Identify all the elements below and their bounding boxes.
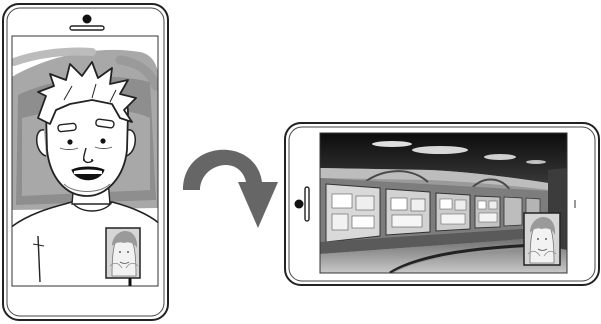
portrait-screen bbox=[10, 36, 162, 290]
pip-thumbnail-landscape bbox=[524, 213, 560, 265]
front-camera-icon bbox=[83, 15, 92, 24]
pip-thumbnail-portrait bbox=[106, 228, 140, 278]
front-camera-icon-landscape bbox=[295, 200, 304, 209]
landscape-screen bbox=[320, 133, 567, 273]
portrait-phone bbox=[3, 4, 168, 320]
rotate-clockwise-icon bbox=[183, 150, 278, 228]
landscape-phone bbox=[285, 123, 599, 285]
